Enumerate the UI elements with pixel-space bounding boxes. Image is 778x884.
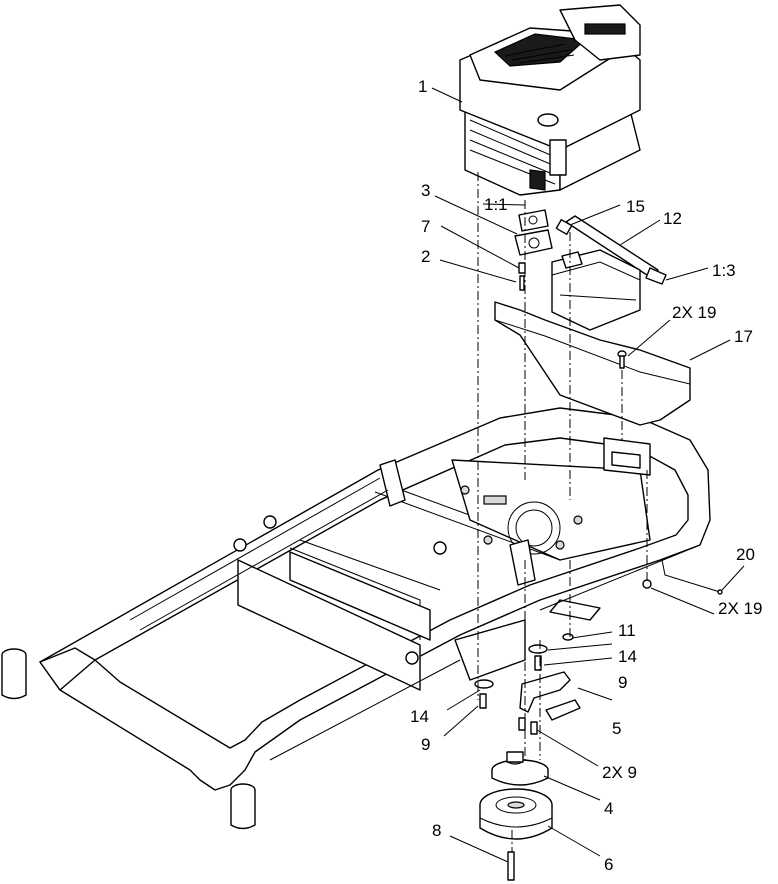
alignment-lines [477,172,648,852]
bolt-19-right [642,579,652,589]
heat-shield [494,301,691,426]
chassis-frame [1,407,711,830]
muffler [551,249,641,331]
callout-2: 2 [421,247,430,266]
callout-20: 20 [736,545,755,564]
nut-11 [562,633,574,641]
callout-2x19-top: 2X 19 [672,303,716,322]
callout-9-left: 9 [421,735,430,754]
callout-11: 11 [618,621,636,640]
callout-1-1: 1:1 [484,195,508,214]
callout-6: 6 [604,855,613,874]
callout-1-3: 1:3 [712,261,736,280]
callout-9-right: 9 [618,673,627,692]
bolt-9-right [534,655,542,671]
exhaust-pipe [555,215,667,285]
callout-3: 3 [421,181,430,200]
electric-clutch [479,788,553,840]
pulley [491,751,549,786]
wire-harness [661,559,723,595]
bolt-8 [507,851,515,881]
callout-12: 12 [663,209,682,228]
callout-4: 4 [604,799,613,818]
callout-2x9: 2X 9 [602,763,637,782]
callout-14-left: 14 [410,707,429,726]
callout-8: 8 [432,821,441,840]
bolt-9-left [479,693,487,709]
callout-5: 5 [612,719,621,738]
clutch-bracket [519,671,581,721]
leader-lines [431,87,745,863]
engine [459,4,641,196]
callout-1: 1 [418,77,427,96]
callout-labels: 1 3 1:1 15 12 7 2 1:3 2X 19 17 20 2X 19 … [410,77,762,874]
callout-15: 15 [626,197,645,216]
washer-14-right [528,644,548,654]
stud-and-nut [518,262,526,291]
exhaust-flange [514,229,553,256]
bolt-2x9-b [530,721,538,735]
callout-2x19-right: 2X 19 [718,599,762,618]
bolt-2x9-a [518,717,526,731]
callout-7: 7 [421,217,430,236]
hardware [474,350,652,881]
callout-14-right: 14 [618,647,637,666]
callout-17: 17 [734,327,753,346]
washer-14-left [474,679,494,689]
exhaust-gasket [518,209,549,232]
